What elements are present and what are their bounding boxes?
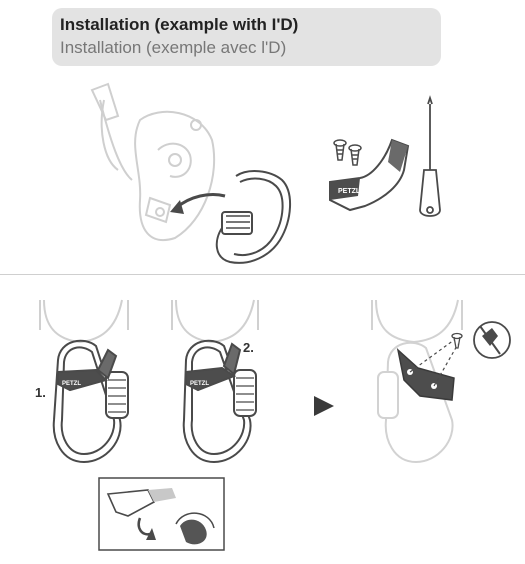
screw-small: [451, 332, 463, 349]
step1-logo-text: PETZL: [62, 381, 81, 387]
faded-descender-illustration: [90, 82, 216, 241]
step3-illustration: [371, 299, 463, 464]
step-1-label: 1.: [35, 385, 46, 400]
screwdriver-detail-icon: [473, 321, 511, 359]
section-divider: [0, 274, 525, 275]
title-french: Installation (exemple avec l'D): [60, 38, 287, 57]
bracket-illustration: PETZL: [329, 138, 410, 212]
title-english: Installation (example with I'D): [60, 15, 299, 34]
step2-illustration: PETZL: [171, 299, 259, 464]
insert-arrow: [170, 193, 226, 214]
screws-illustration: [333, 139, 362, 166]
carabiner-illustration: [215, 170, 292, 264]
section-header: Installation (example with I'D) Installa…: [52, 8, 441, 66]
screwdriver-illustration: [419, 95, 441, 217]
step1-illustration: PETZL: [39, 299, 129, 464]
step-2-label: 2.: [243, 340, 254, 355]
step2-logo-text: PETZL: [190, 381, 209, 387]
step3-bracket: [396, 339, 459, 401]
next-step-arrow: [314, 396, 334, 416]
detail-inset: [98, 477, 225, 551]
bracket-logo-text: PETZL: [338, 188, 361, 195]
